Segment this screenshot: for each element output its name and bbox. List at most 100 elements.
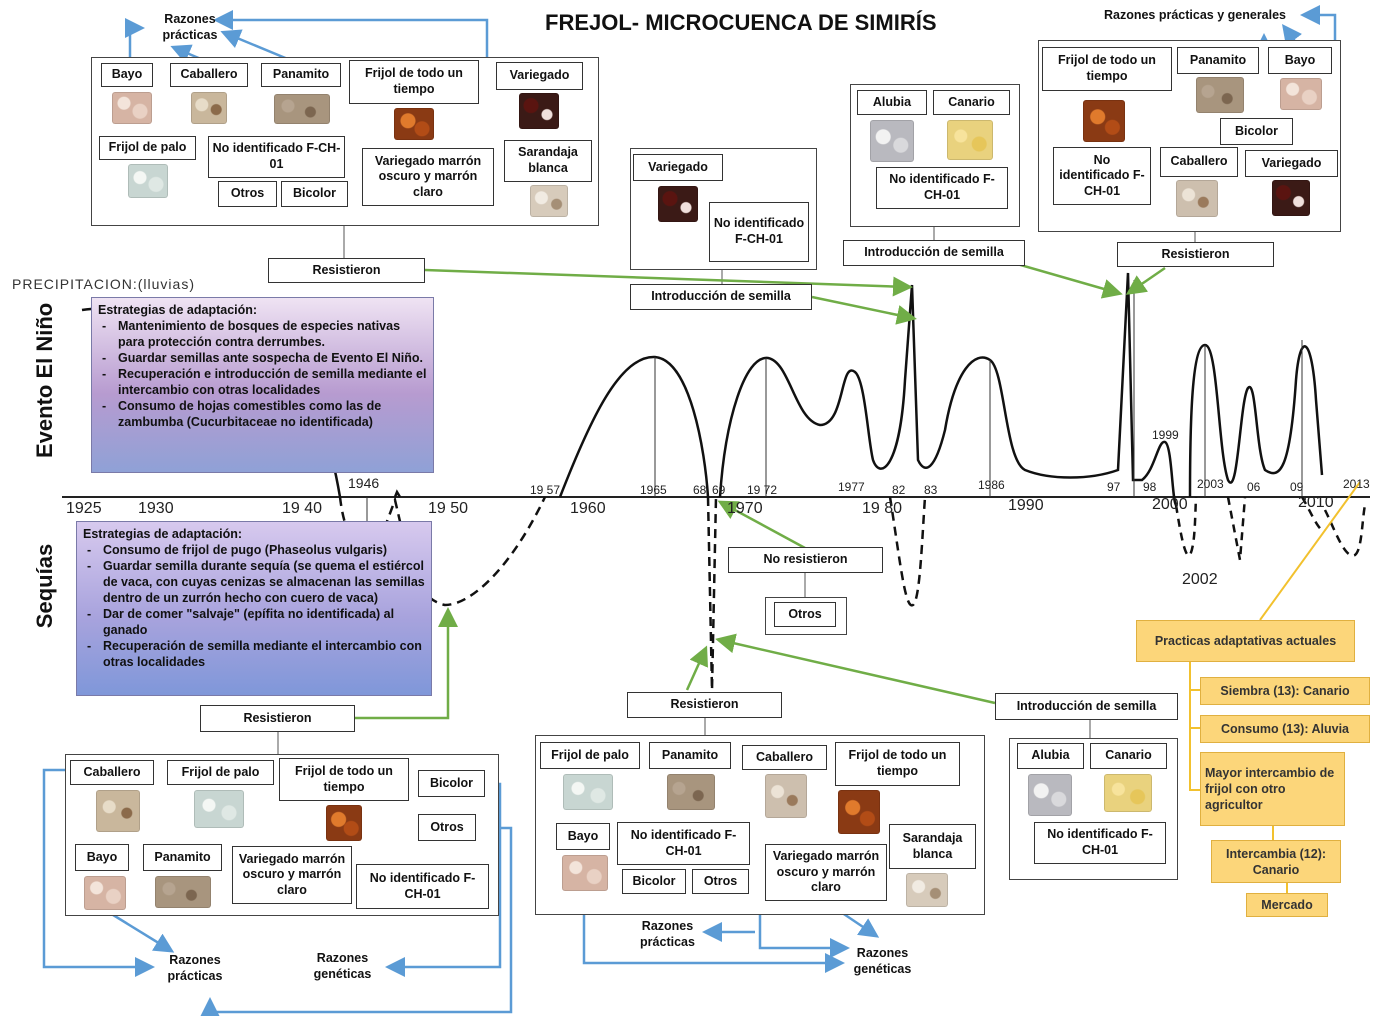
el-nino-label: Evento El Niño: [32, 302, 57, 458]
variety-todo-tiempo: Frijol de todo un tiempo: [1042, 47, 1172, 91]
year-tick: 82: [892, 483, 906, 497]
bean-photo: [870, 120, 914, 162]
strategy-item: Consumo de frijol de pugo (Phaseolus vul…: [87, 542, 425, 558]
year-tick: 98: [1143, 480, 1157, 494]
variety-sarandaja: Sarandaja blanca: [504, 140, 592, 182]
diagram-title: FREJOL- MICROCUENCA DE SIMIRÍS: [545, 10, 937, 35]
variety-bayo: Bayo: [75, 844, 129, 871]
variety-caballero: Caballero: [170, 63, 248, 87]
variety-todo-tiempo: Frijol de todo un tiempo: [349, 60, 479, 104]
year-tick: 83: [924, 483, 938, 497]
bean-photo: [194, 790, 244, 828]
bean-photo: [1028, 774, 1072, 816]
year-tick: 1970: [727, 500, 763, 517]
bean-photo: [562, 855, 608, 891]
year-tick: 06: [1247, 480, 1261, 494]
variety-todo-tiempo: Frijol de todo un tiempo: [279, 758, 409, 801]
bean-photo: [1272, 180, 1310, 216]
practice-mayor-intercambio: Mayor intercambio de frijol con otro agr…: [1200, 752, 1345, 826]
year-tick: 19 50: [428, 500, 469, 517]
year-tick: 2000: [1152, 496, 1188, 513]
bean-photo: [1196, 77, 1244, 113]
variety-alubia: Alubia: [1017, 743, 1084, 769]
variety-variegado: Variegado: [1245, 150, 1338, 177]
bean-photo: [947, 120, 993, 160]
year-tick: 1930: [138, 500, 174, 517]
year-tick: 1977: [838, 480, 865, 494]
bean-photo: [155, 876, 211, 908]
year-tick: 2013: [1343, 477, 1370, 491]
strategies-list: Consumo de frijol de pugo (Phaseolus vul…: [83, 542, 425, 670]
resistieron-label: Resistieron: [627, 692, 782, 718]
variety-bayo: Bayo: [1268, 47, 1332, 74]
bean-photo: [84, 876, 126, 910]
strategies-list: Mantenimiento de bosques de especies nat…: [98, 318, 427, 430]
bean-photo: [530, 185, 568, 217]
bean-photo: [1176, 180, 1218, 217]
resistieron-label: Resistieron: [268, 258, 425, 283]
strategy-item: Dar de comer "salvaje" (epífita no ident…: [87, 606, 425, 638]
variety-bicolor: Bicolor: [418, 770, 485, 797]
practice-consumo: Consumo (13): Aluvia: [1200, 715, 1370, 743]
variety-variegado-marron: Variegado marrón oscuro y marrón claro: [765, 844, 887, 901]
variety-bicolor: Bicolor: [1220, 118, 1293, 145]
practices-title: Practicas adaptativas actuales: [1136, 620, 1355, 662]
variety-bayo: Bayo: [101, 63, 153, 87]
variety-panamito: Panamito: [261, 63, 341, 87]
bean-photo: [1083, 100, 1125, 142]
bean-photo: [667, 774, 715, 810]
introduccion-label: Introducción de semilla: [630, 284, 812, 310]
strategy-item: Guardar semilla durante sequía (se quema…: [87, 558, 425, 606]
practice-siembra: Siembra (13): Canario: [1200, 677, 1370, 705]
variety-no-identificado: No identificado F-CH-01: [709, 202, 809, 262]
year-tick: 1999: [1152, 428, 1179, 442]
variety-canario: Canario: [933, 90, 1010, 115]
strategy-item: Consumo de hojas comestibles como las de…: [102, 398, 427, 430]
year-tick: 1986: [978, 478, 1005, 492]
bean-photo: [96, 790, 140, 832]
year-tick: 1990: [1008, 497, 1044, 514]
variety-otros: Otros: [692, 869, 749, 894]
bean-photo: [906, 873, 948, 907]
year-tick: 19 40: [282, 500, 323, 517]
variety-no-identificado: No identificado F-CH-01: [356, 864, 489, 909]
strategy-item: Mantenimiento de bosques de especies nat…: [102, 318, 427, 350]
variety-variegado: Variegado: [633, 154, 723, 181]
resistieron-label: Resistieron: [200, 705, 355, 732]
variety-todo-tiempo: Frijol de todo un tiempo: [835, 742, 960, 786]
no-resistieron-label: No resistieron: [728, 547, 883, 573]
bean-photo: [326, 805, 362, 841]
bean-photo: [1104, 774, 1152, 812]
year-tick: 68: [693, 483, 707, 497]
bean-photo: [765, 774, 807, 818]
practice-intercambia: Intercambia (12): Canario: [1211, 840, 1341, 883]
variety-palo: Frijol de palo: [540, 742, 640, 769]
year-tick: 2010: [1298, 494, 1334, 511]
strategy-item: Guardar semillas ante sospecha de Evento…: [102, 350, 427, 366]
variety-canario: Canario: [1090, 743, 1167, 769]
variety-caballero: Caballero: [1160, 147, 1238, 177]
precipitation-label: PRECIPITACION:(lluvias): [12, 276, 195, 292]
variety-caballero: Caballero: [70, 760, 154, 785]
strategy-item: Recuperación e introducción de semilla m…: [102, 366, 427, 398]
year-tick: 1965: [640, 483, 667, 497]
bean-photo: [191, 92, 227, 124]
razones-practicas-label: Razones prácticas: [640, 919, 695, 949]
variety-otros: Otros: [774, 602, 836, 627]
bean-photo: [394, 108, 434, 140]
strategies-title: Estrategias de adaptación:: [98, 303, 258, 317]
year-tick: 2002: [1182, 571, 1218, 588]
strategies-title: Estrategias de adaptación:: [83, 527, 243, 541]
resistieron-label: Resistieron: [1117, 242, 1274, 267]
razones-practicas-label: Razones prácticas: [162, 12, 218, 42]
razones-geneticas-label: Razones genéticas: [853, 946, 912, 976]
year-tick: 69: [712, 483, 726, 497]
variety-bicolor: Bicolor: [622, 869, 686, 894]
variety-bayo: Bayo: [556, 823, 610, 850]
introduccion-label: Introducción de semilla: [995, 693, 1178, 720]
variety-no-identificado: No identificado F-CH-01: [208, 136, 345, 178]
bean-photo: [128, 164, 168, 198]
introduccion-label: Introducción de semilla: [843, 240, 1025, 266]
bean-photo: [658, 186, 698, 222]
variety-sarandaja: Sarandaja blanca: [889, 824, 976, 869]
